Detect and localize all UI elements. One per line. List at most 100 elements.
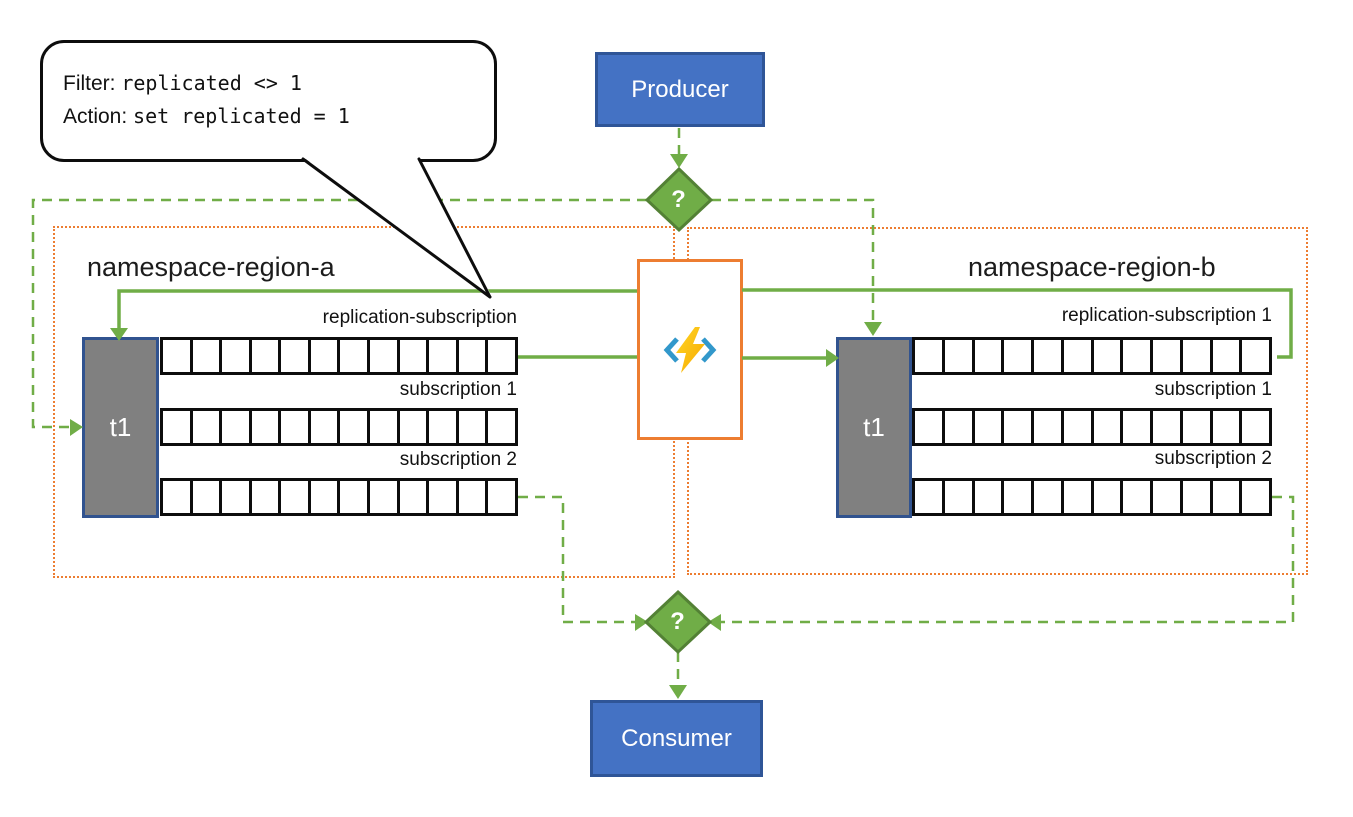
producer-label: Producer <box>631 75 729 103</box>
queue-segment-cell <box>399 411 430 443</box>
queue-segment-cell <box>370 340 400 372</box>
namespace-region-a-title: namespace-region-a <box>87 252 335 282</box>
queue-segment-cell <box>1212 340 1243 372</box>
callout-filter-code: replicated <> 1 <box>121 71 302 95</box>
queue-segment-cell <box>1123 340 1153 372</box>
queue-segment-cell <box>458 340 489 372</box>
queue-segment-cell <box>1034 411 1064 443</box>
queue-segment-cell <box>488 411 515 443</box>
arrowhead-into-consumer-top <box>669 685 687 699</box>
queue-segment-cell <box>310 340 341 372</box>
arrowhead-into-bottom-router-left <box>635 614 648 631</box>
namespace-region-b-title: namespace-region-b <box>968 252 1216 282</box>
queue-segment-cell <box>915 481 945 513</box>
router-bottom-question-mark: ? <box>670 608 685 635</box>
queue-segment-cell <box>974 411 1005 443</box>
queue-segment-cell <box>222 340 252 372</box>
queue-segment-cell <box>944 411 975 443</box>
region-b-subscription-1-row <box>912 408 1272 446</box>
queue-segment-cell <box>1153 481 1183 513</box>
queue-segment-cell <box>340 340 371 372</box>
queue-segment-cell <box>488 340 515 372</box>
arrowhead-into-bottom-router-right <box>708 614 721 631</box>
queue-segment-cell <box>1093 411 1124 443</box>
router-top-question-mark: ? <box>671 186 686 213</box>
producer-node: Producer <box>595 52 765 127</box>
queue-segment-cell <box>944 340 975 372</box>
queue-segment-cell <box>370 411 400 443</box>
queue-segment-cell <box>163 340 193 372</box>
queue-segment-cell <box>281 340 311 372</box>
queue-segment-cell <box>1153 411 1183 443</box>
consumer-label: Consumer <box>621 724 732 752</box>
callout-action-label: Action: <box>63 105 128 128</box>
queue-segment-cell <box>1212 411 1243 443</box>
queue-segment-cell <box>1242 411 1269 443</box>
consumer-node: Consumer <box>590 700 763 777</box>
queue-segment-cell <box>1063 411 1094 443</box>
queue-segment-cell <box>192 340 223 372</box>
queue-segment-cell <box>192 481 223 513</box>
queue-segment-cell <box>429 481 459 513</box>
queue-segment-cell <box>458 481 489 513</box>
topic-t1-region-a-label: t1 <box>109 412 132 442</box>
region-b-subscription-1-label: subscription 1 <box>1154 379 1272 400</box>
queue-segment-cell <box>1242 340 1269 372</box>
region-a-subscription-0-label: replication-subscription <box>322 307 517 328</box>
queue-segment-cell <box>399 340 430 372</box>
queue-segment-cell <box>915 340 945 372</box>
queue-segment-cell <box>1242 481 1269 513</box>
queue-segment-cell <box>1212 481 1243 513</box>
queue-segment-cell <box>1034 340 1064 372</box>
region-b-subscription-2-row <box>912 478 1272 516</box>
queue-segment-cell <box>1153 340 1183 372</box>
topic-t1-region-b-label: t1 <box>863 412 885 442</box>
queue-segment-cell <box>1123 411 1153 443</box>
topic-t1-region-a: t1 <box>82 337 159 518</box>
queue-segment-cell <box>251 340 282 372</box>
queue-segment-cell <box>281 481 311 513</box>
queue-segment-cell <box>251 481 282 513</box>
queue-segment-cell <box>429 340 459 372</box>
region-a-subscription-2-row <box>160 478 518 516</box>
arrowhead-into-router-top <box>670 154 688 168</box>
topic-t1-region-b: t1 <box>836 337 912 518</box>
queue-segment-cell <box>163 481 193 513</box>
queue-segment-cell <box>1182 481 1213 513</box>
replication-function-node <box>637 259 743 440</box>
queue-segment-cell <box>488 481 515 513</box>
region-b-subscription-0-label: replication-subscription 1 <box>1061 305 1272 326</box>
queue-segment-cell <box>310 411 341 443</box>
queue-segment-cell <box>915 411 945 443</box>
callout-action-line: Action: set replicated = 1 <box>63 100 494 133</box>
queue-segment-cell <box>974 481 1005 513</box>
queue-segment-cell <box>1004 340 1034 372</box>
queue-segment-cell <box>163 411 193 443</box>
queue-segment-cell <box>1123 481 1153 513</box>
queue-segment-cell <box>1182 411 1213 443</box>
region-b-subscription-2-label: subscription 2 <box>1154 448 1272 469</box>
callout-filter-line: Filter: replicated <> 1 <box>63 67 494 100</box>
region-b-subscription-0-row <box>912 337 1272 375</box>
queue-segment-cell <box>944 481 975 513</box>
queue-segment-cell <box>370 481 400 513</box>
region-a-subscription-0-row <box>160 337 518 375</box>
queue-segment-cell <box>429 411 459 443</box>
queue-segment-cell <box>192 411 223 443</box>
queue-segment-cell <box>340 481 371 513</box>
queue-segment-cell <box>310 481 341 513</box>
queue-segment-cell <box>974 340 1005 372</box>
filter-action-callout: Filter: replicated <> 1 Action: set repl… <box>40 40 497 162</box>
queue-segment-cell <box>458 411 489 443</box>
queue-segment-cell <box>1034 481 1064 513</box>
queue-segment-cell <box>399 481 430 513</box>
queue-segment-cell <box>222 481 252 513</box>
queue-segment-cell <box>1182 340 1213 372</box>
region-a-subscription-1-label: subscription 1 <box>399 379 517 400</box>
region-a-subscription-2-label: subscription 2 <box>399 449 517 470</box>
azure-functions-icon <box>663 326 717 373</box>
queue-segment-cell <box>1004 481 1034 513</box>
queue-segment-cell <box>1063 481 1094 513</box>
queue-segment-cell <box>1093 481 1124 513</box>
